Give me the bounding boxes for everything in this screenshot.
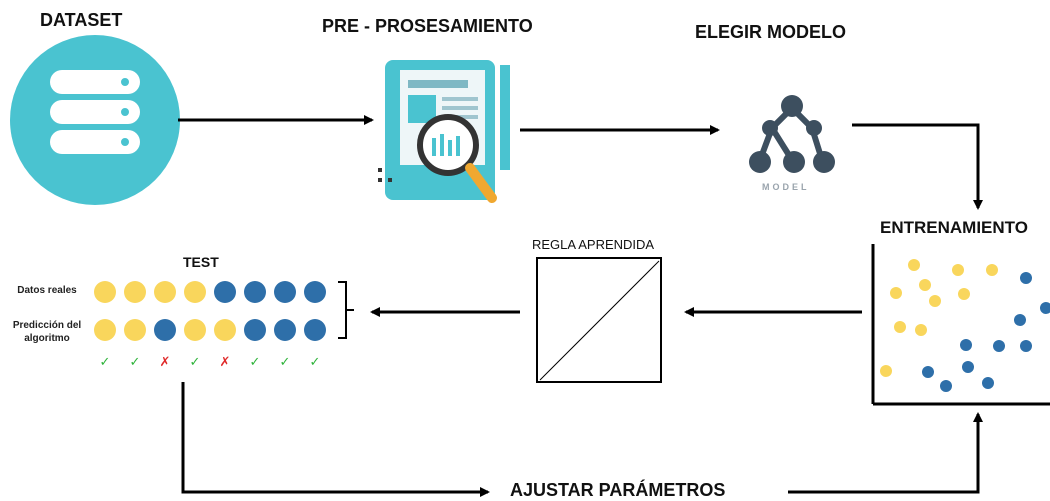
prediction-dot (304, 319, 326, 341)
real-data-dot (304, 281, 326, 303)
real-data-dot (94, 281, 116, 303)
training-label: ENTRENAMIENTO (880, 218, 1028, 237)
learned-rule-plot (536, 257, 662, 383)
prediction-dot (244, 319, 266, 341)
database-icon (10, 35, 180, 205)
test-dots: ✓ ✓ ✗ ✓ ✗ ✓ ✓ ✓ (94, 281, 326, 370)
real-data-dot (154, 281, 176, 303)
prediction-row-label-line2: algoritmo (24, 333, 70, 344)
prediction-dot (154, 319, 176, 341)
prediction-dot (94, 319, 116, 341)
preprocessing-label: PRE - PROSESAMIENTO (322, 16, 533, 36)
real-data-dot (214, 281, 236, 303)
real-data-row-label: Datos reales (17, 285, 77, 296)
prediction-dot (274, 319, 296, 341)
check-mark-icon: ✓ (130, 355, 141, 370)
cross-mark-icon: ✗ (160, 355, 171, 370)
arrow-test-to-adjust (181, 382, 490, 497)
arrow-model-to-training (852, 123, 983, 210)
flow-arrows (178, 115, 983, 497)
real-data-dot (184, 281, 206, 303)
check-mark-icon: ✓ (310, 355, 321, 370)
prediction-row-label-line1: Predicción del (12, 320, 82, 331)
cross-mark-icon: ✗ (220, 355, 231, 370)
learned-rule-label: REGLA APRENDIDA (532, 237, 655, 252)
prediction-dot (214, 319, 236, 341)
real-data-dot (274, 281, 296, 303)
arrow-adjust-to-training (788, 412, 983, 494)
real-data-dot (244, 281, 266, 303)
document-magnifier-icon (378, 60, 510, 203)
prediction-dot (184, 319, 206, 341)
check-mark-icon: ✓ (190, 355, 201, 370)
adjust-params-label: AJUSTAR PARÁMETROS (510, 480, 726, 500)
test-bracket (338, 281, 354, 339)
prediction-dot (124, 319, 146, 341)
choose-model-label: ELEGIR MODELO (695, 22, 847, 42)
real-data-dot (124, 281, 146, 303)
check-mark-icon: ✓ (250, 355, 261, 370)
test-label: TEST (183, 254, 219, 270)
dataset-label: DATASET (40, 10, 123, 30)
model-caption: MODEL (762, 182, 810, 192)
check-mark-icon: ✓ (280, 355, 291, 370)
training-scatter-plot (871, 244, 1050, 406)
check-mark-icon: ✓ (100, 355, 111, 370)
